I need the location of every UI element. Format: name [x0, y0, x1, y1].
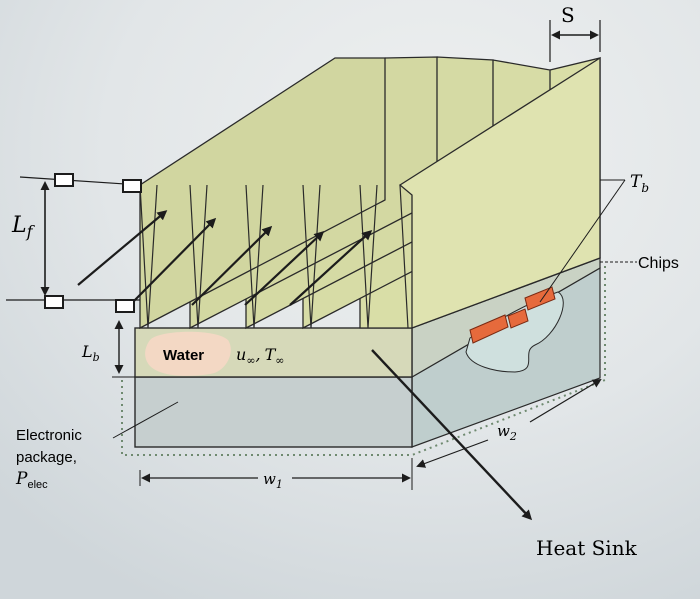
- base-thickness-dimension: [112, 320, 135, 378]
- flow-conditions-label: u∞,T∞: [236, 345, 284, 367]
- base-thickness-label: Lb: [81, 342, 100, 364]
- flow-arrows: [77, 210, 373, 306]
- flow-arrow: [289, 229, 373, 306]
- flow-arrow: [191, 225, 273, 306]
- heat-sink-pointer: [371, 349, 533, 521]
- heat-sink-label: Heat Sink: [536, 536, 638, 560]
- flow-arrow: [77, 210, 168, 286]
- water-label-blob: [145, 331, 231, 376]
- insulation-outline: [121, 262, 606, 456]
- spacing-dimension: [549, 20, 601, 62]
- width-1-label: w1: [263, 470, 283, 491]
- fin-profiles: [139, 184, 409, 329]
- electronic-package: [134, 376, 413, 448]
- fluid-label: Water: [163, 347, 204, 364]
- width-1-dimension: [139, 458, 413, 490]
- measure-tab: [115, 299, 135, 313]
- measure-tab: [122, 179, 142, 193]
- fin-front: [398, 56, 601, 329]
- chips-label: Chips: [638, 255, 679, 272]
- chip: [469, 314, 509, 344]
- fin-length-dimension: [6, 173, 142, 313]
- measure-tab: [44, 295, 64, 309]
- base-temp-label: Tb: [630, 172, 649, 195]
- package-label-line2: package,: [16, 449, 77, 466]
- flow-arrow: [129, 217, 217, 306]
- fin-length-label: Lf: [11, 213, 36, 241]
- measure-tab: [54, 173, 74, 187]
- chips: [465, 286, 564, 373]
- chip: [507, 308, 529, 329]
- chip: [524, 286, 556, 311]
- leader-tb-diag: [539, 179, 626, 303]
- flow-arrow: [244, 230, 325, 306]
- package-power-label: Pelec: [15, 469, 48, 491]
- spacing-label: S: [561, 3, 575, 27]
- width-2-dimension: [416, 378, 602, 468]
- fin-array: [139, 56, 601, 330]
- leader-package: [112, 401, 179, 439]
- package-label-line1: Electronic: [16, 427, 82, 444]
- width-2-label: w2: [497, 422, 517, 443]
